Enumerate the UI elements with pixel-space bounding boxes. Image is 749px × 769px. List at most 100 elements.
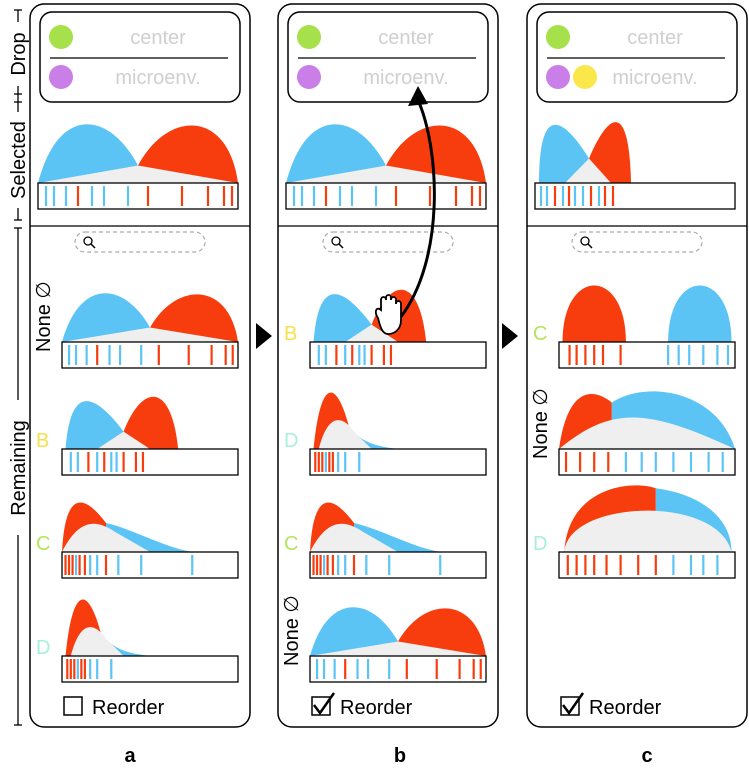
- next-arrow-icon: [256, 323, 272, 349]
- drop-zone-box[interactable]: [287, 11, 489, 103]
- panel-caption: b: [394, 745, 406, 767]
- remaining-row[interactable]: None ∅: [530, 388, 736, 476]
- rug-plot-box: [285, 182, 487, 210]
- hand-cursor-icon: [374, 294, 402, 335]
- red-distribution: [150, 294, 238, 342]
- remaining-row[interactable]: B: [36, 396, 239, 476]
- overlap-region: [97, 431, 150, 449]
- microenv-color-dot: [297, 65, 321, 89]
- reorder-checkbox[interactable]: [560, 696, 580, 716]
- rug-plot-box: [61, 448, 239, 476]
- panel-caption: c: [641, 745, 652, 767]
- microenv-label: microenv.: [363, 67, 448, 89]
- row-label: None ∅: [33, 281, 55, 352]
- microenv-label: microenv.: [115, 67, 200, 89]
- search-input[interactable]: [571, 231, 703, 253]
- search-input[interactable]: [74, 231, 206, 253]
- search-icon: [587, 243, 593, 249]
- remaining-row[interactable]: D: [36, 599, 239, 683]
- blue-distribution: [62, 293, 150, 342]
- rug-plot-box: [534, 182, 736, 210]
- overlap-region: [318, 420, 372, 449]
- next-arrow-icon: [502, 323, 518, 349]
- microenv-color-dot: [546, 65, 570, 89]
- selected-distribution: [534, 122, 736, 210]
- panel-c: center microenv. C None ∅ D Reorder: [526, 3, 748, 728]
- remaining-row[interactable]: C: [533, 285, 736, 369]
- row-label: D: [36, 637, 50, 659]
- microenv-color-dot: [573, 65, 597, 89]
- blue-distribution: [65, 401, 124, 449]
- center-label: center: [130, 27, 186, 49]
- panels: center microenv. None ∅ B C D Reorder a center mi…: [29, 3, 748, 767]
- row-label: None ∅: [281, 595, 303, 666]
- remaining-row[interactable]: D: [284, 392, 487, 476]
- drop-zone-box[interactable]: [39, 11, 241, 103]
- checkmark-icon: [562, 692, 585, 716]
- remaining-row[interactable]: None ∅: [281, 595, 487, 683]
- center-color-dot: [546, 25, 570, 49]
- rug-plot-box: [61, 551, 239, 579]
- overlap-region: [564, 510, 732, 552]
- red-distribution: [138, 125, 238, 183]
- selected-distribution: [37, 124, 239, 210]
- blue-distribution: [539, 124, 589, 183]
- blue-distribution: [310, 607, 398, 656]
- rug-plot-box: [61, 655, 239, 683]
- reorder-checkbox[interactable]: [311, 696, 331, 716]
- rug-plot-box: [558, 551, 736, 579]
- overlap-region: [345, 324, 398, 342]
- blue-distribution: [38, 124, 138, 183]
- row-label: C: [284, 533, 298, 555]
- remaining-row[interactable]: None ∅: [33, 281, 239, 369]
- search-icon: [83, 236, 93, 246]
- overlap-region: [38, 165, 238, 183]
- reorder-label: Reorder: [340, 697, 413, 719]
- rug-plot-box: [558, 341, 736, 369]
- row-label: D: [284, 430, 298, 452]
- panel-caption: a: [124, 745, 136, 767]
- row-label: D: [533, 533, 547, 555]
- search-icon: [331, 236, 341, 246]
- search-icon: [580, 236, 590, 246]
- overlap-region: [70, 627, 124, 656]
- microenv-color-dot: [49, 65, 73, 89]
- blue-distribution: [313, 294, 372, 342]
- side-axis: [14, 9, 22, 726]
- panel-a: center microenv. None ∅ B C D Reorder: [29, 3, 251, 728]
- overlap-region: [62, 327, 238, 342]
- overlap-region: [286, 165, 486, 183]
- reorder-label: Reorder: [92, 697, 165, 719]
- microenv-label: microenv.: [612, 67, 697, 89]
- selected-axis-label: Selected: [8, 121, 30, 199]
- rug-plot-box: [558, 448, 736, 476]
- rug-plot-box: [309, 551, 487, 579]
- remaining-row[interactable]: C: [36, 502, 239, 579]
- rug-plot-box: [309, 341, 487, 369]
- reorder-checkbox[interactable]: [63, 696, 83, 716]
- checkmark-icon: [313, 692, 336, 716]
- blue-distribution: [668, 285, 732, 342]
- center-color-dot: [49, 25, 73, 49]
- reorder-label: Reorder: [589, 697, 662, 719]
- row-label: C: [533, 323, 547, 345]
- center-color-dot: [297, 25, 321, 49]
- search-icon: [338, 243, 344, 249]
- center-label: center: [378, 27, 434, 49]
- selected-distribution: [285, 124, 487, 210]
- blue-distribution: [286, 124, 386, 183]
- row-label: B: [36, 430, 49, 452]
- search-input[interactable]: [322, 231, 454, 253]
- rug-plot-box: [61, 341, 239, 369]
- remaining-row[interactable]: C: [284, 502, 487, 579]
- center-label: center: [627, 27, 683, 49]
- overlap-region: [559, 417, 735, 449]
- search-icon: [90, 243, 96, 249]
- overlap-region: [62, 523, 150, 552]
- red-distribution: [562, 285, 626, 342]
- remaining-row[interactable]: D: [533, 485, 736, 579]
- red-distribution: [589, 122, 631, 183]
- row-label: C: [36, 533, 50, 555]
